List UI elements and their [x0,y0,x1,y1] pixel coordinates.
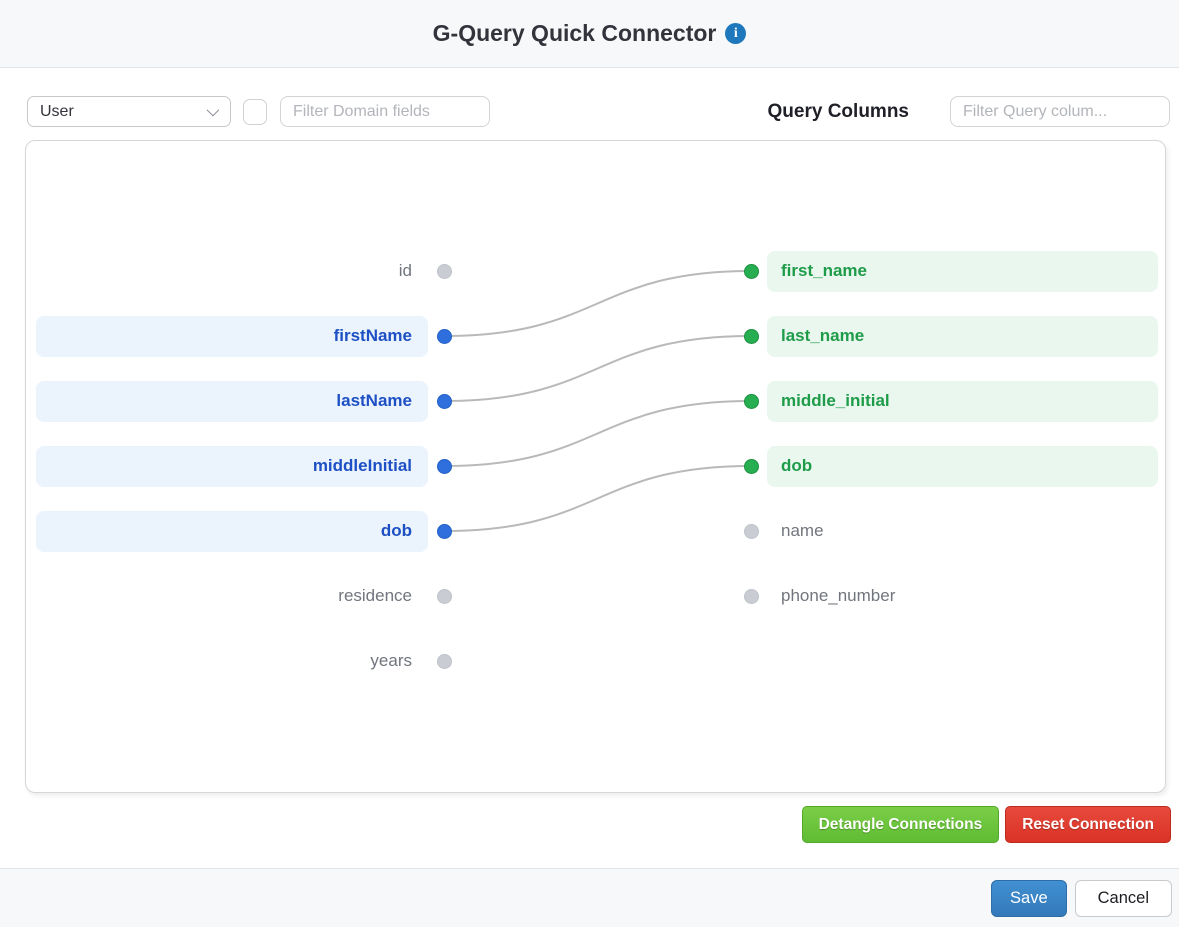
info-icon[interactable]: i [725,23,747,44]
query-port-dot[interactable] [743,458,759,474]
chevron-down-icon [206,103,220,117]
domain-select-value: User [40,102,74,120]
domain-port-dot[interactable] [436,328,452,344]
query-port-dot[interactable] [743,328,759,344]
query-column-row[interactable]: first_name [767,250,1158,292]
mapping-canvas: id firstName lastName middleInitial dob resid… [25,140,1166,793]
toolbar: User Query Columns [0,96,1179,127]
query-filter-input[interactable] [950,96,1170,127]
domain-port-dot[interactable] [436,393,452,409]
dialog-footer: Save Cancel [0,868,1179,927]
page-title: G-Query Quick Connector i [433,20,747,47]
query-port-dot[interactable] [743,263,759,279]
connection-wire[interactable] [443,465,752,532]
connection-wire[interactable] [443,270,752,337]
cancel-button[interactable]: Cancel [1074,879,1172,917]
domain-field-label: dob [380,521,412,540]
dialog-header: G-Query Quick Connector i [0,0,1179,68]
query-column-row[interactable]: dob [767,445,1158,487]
domain-field-label: id [398,261,412,280]
query-column-label: phone_number [781,586,896,605]
query-port-dot[interactable] [743,523,759,539]
domain-field-row[interactable]: years [36,641,428,682]
domain-port-dot[interactable] [436,523,452,539]
domain-field-row[interactable]: middleInitial [36,445,428,487]
domain-port-dot[interactable] [436,458,452,474]
domain-field-label: middleInitial [312,456,412,475]
connection-actions: Detangle Connections Reset Connection [0,806,1179,843]
domain-port-dot[interactable] [436,588,452,604]
query-column-row[interactable]: middle_initial [767,380,1158,422]
domain-port-dot[interactable] [436,653,452,669]
query-column-row[interactable]: phone_number [767,576,1158,617]
domain-field-label: firstName [333,326,412,345]
query-column-row[interactable]: last_name [767,315,1158,357]
query-port-dot[interactable] [743,393,759,409]
query-columns-label: Query Columns [767,100,909,122]
domain-port-dot[interactable] [436,263,452,279]
save-button[interactable]: Save [991,879,1067,917]
domain-field-row[interactable]: id [36,251,428,292]
domain-field-row[interactable]: dob [36,510,428,552]
domain-field-row[interactable]: residence [36,576,428,617]
query-port-dot[interactable] [743,588,759,604]
query-column-row[interactable]: name [767,511,1158,552]
query-column-label: first_name [781,261,867,280]
domain-field-row[interactable]: lastName [36,380,428,422]
domain-field-label: years [370,651,412,670]
connection-wires [443,270,752,532]
query-column-label: dob [781,456,813,475]
domain-filter-input[interactable] [280,96,490,127]
connection-wire[interactable] [443,400,752,467]
query-column-label: name [781,521,824,540]
domain-field-row[interactable]: firstName [36,315,428,357]
reset-connection-button[interactable]: Reset Connection [1005,806,1171,843]
domain-filter-checkbox[interactable] [243,98,267,125]
domain-select[interactable]: User [27,96,231,127]
connection-wire[interactable] [443,335,752,402]
page-title-text: G-Query Quick Connector [432,20,717,46]
query-column-label: last_name [781,326,865,345]
detangle-connections-button[interactable]: Detangle Connections [801,806,1000,843]
query-column-label: middle_initial [781,391,890,410]
domain-field-label: lastName [336,391,412,410]
domain-field-label: residence [338,586,412,605]
